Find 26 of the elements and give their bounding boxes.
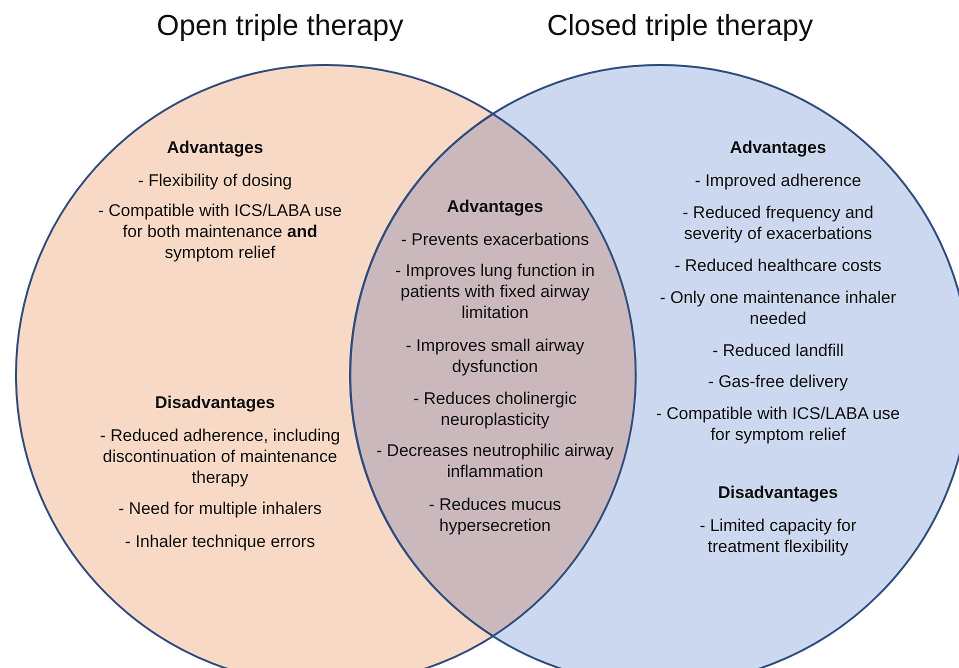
- list-item: - Reduces mucus hypersecretion: [428, 494, 562, 536]
- section-heading: Advantages: [166, 137, 264, 158]
- list-item: - Reduced healthcare costs: [674, 255, 882, 276]
- circle-title: Closed triple therapy: [546, 9, 814, 44]
- list-item: - Limited capacity for treatment flexibility: [698, 515, 858, 557]
- list-item: - Decreases neutrophilic airway inflammation: [375, 440, 615, 482]
- section-heading: Advantages: [728, 137, 828, 158]
- list-item: - Only one maintenance inhaler needed: [658, 287, 898, 329]
- list-item: - Reduced landfill: [711, 340, 845, 361]
- list-item: - Reduced frequency and severity of exacerbations: [682, 202, 874, 244]
- list-item: - Flexibility of dosing: [136, 170, 293, 191]
- section-heading: Disadvantages: [154, 392, 276, 413]
- section-heading: Advantages: [446, 196, 544, 217]
- circle-title: Open triple therapy: [156, 9, 404, 44]
- section-heading: Disadvantages: [717, 482, 839, 503]
- list-item: - Gas-free delivery: [707, 371, 849, 392]
- list-item: - Improves small airway dysfunction: [404, 335, 586, 377]
- list-item: - Compatible with ICS/LABA use for both maintenance and symptom relief: [97, 200, 343, 263]
- list-item: - Improves lung function in patients with fixed airway limitation: [394, 260, 596, 323]
- list-item: - Inhaler technique errors: [124, 531, 316, 552]
- list-item: - Reduced adherence, including discontinuation of maintenance therapy: [98, 425, 342, 488]
- list-item: - Prevents exacerbations: [400, 229, 590, 250]
- list-item: - Compatible with ICS/LABA use for symptom relief: [655, 403, 901, 445]
- list-item: - Reduces cholinergic neuroplasticity: [412, 388, 578, 430]
- list-item: - Need for multiple inhalers: [117, 498, 323, 519]
- list-item: - Improved adherence: [694, 170, 862, 191]
